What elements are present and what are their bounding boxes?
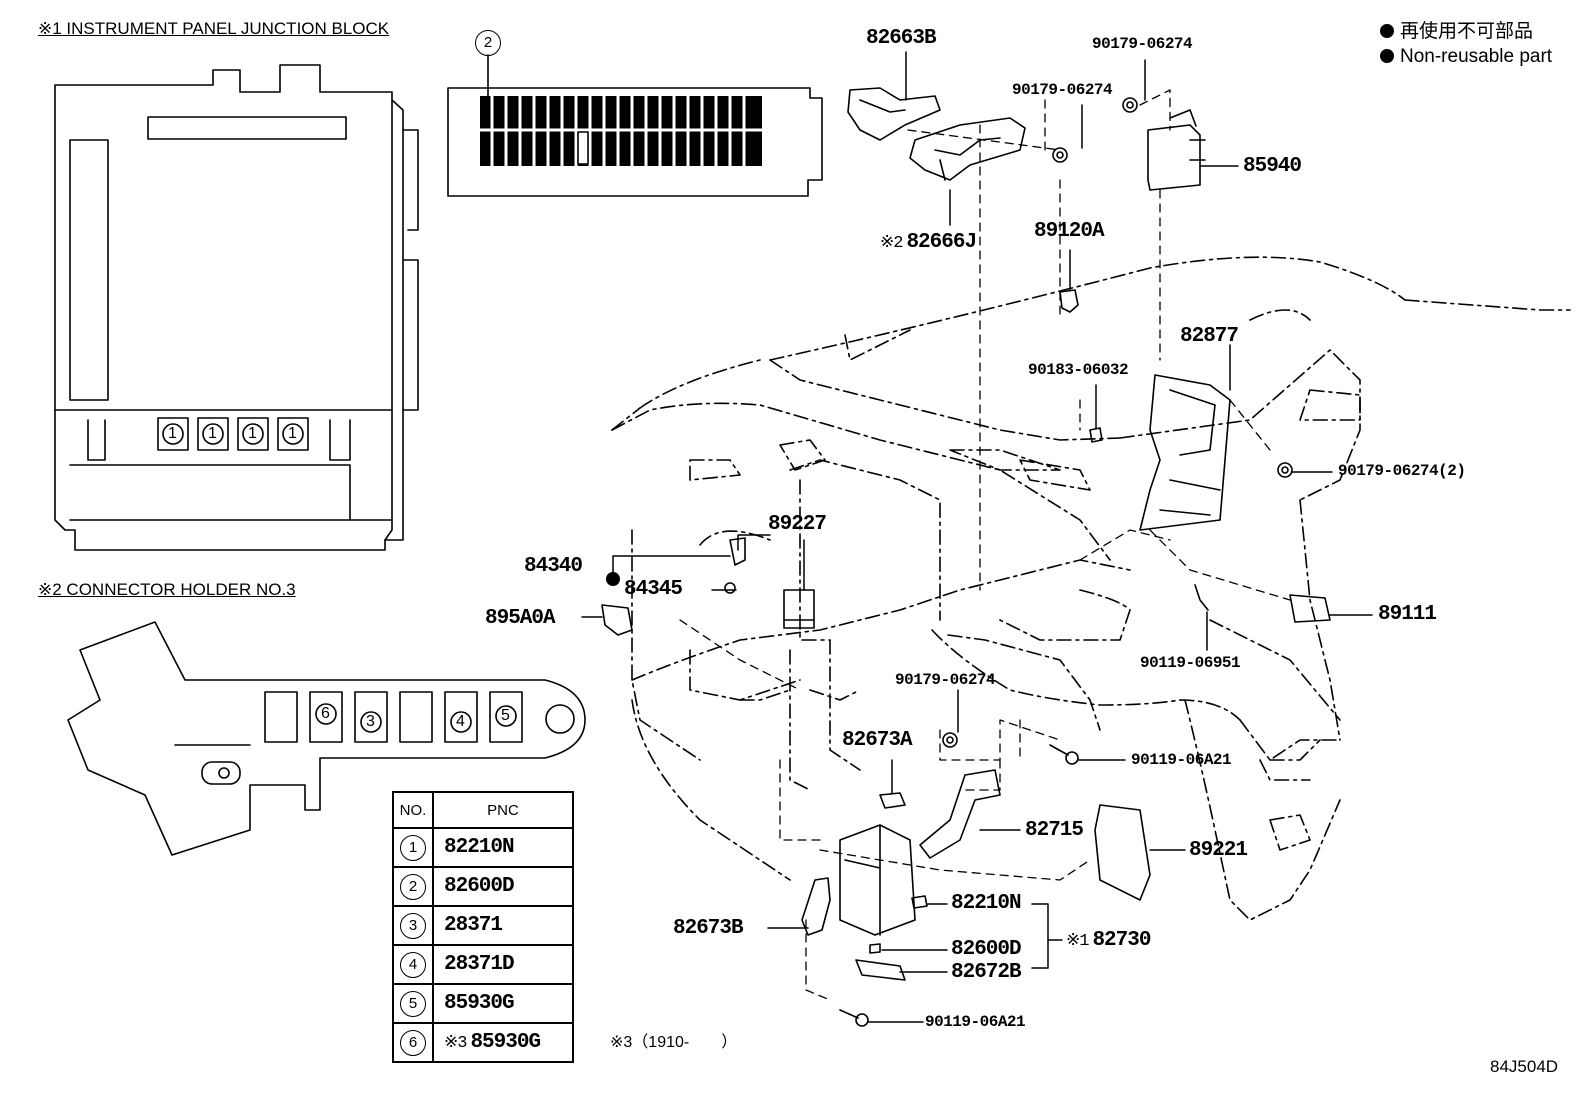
row-number: 2: [400, 873, 426, 900]
legend-row-jp: 再使用不可部品: [1380, 20, 1552, 45]
row-pnc: 82600D: [432, 866, 574, 907]
note-ref-2: ※2: [880, 234, 903, 253]
callout-6: 6: [321, 705, 330, 722]
row-number: 5: [400, 990, 426, 1017]
row-number: 6: [400, 1029, 426, 1056]
row-pnc: 28371D: [432, 944, 574, 985]
leader-lines: [581, 51, 1373, 1023]
part-label-90179-06274-lower: 90179-06274: [895, 671, 996, 689]
part-label-82673A: 82673A: [842, 729, 913, 752]
part-shapes: [601, 87, 1331, 1027]
part-number-82730: 82730: [1092, 929, 1151, 952]
part-label-82877: 82877: [1180, 325, 1239, 348]
part-label-82210N: 82210N: [951, 892, 1022, 915]
callout-3: 3: [366, 713, 375, 730]
row-no-cell: 1: [392, 827, 434, 868]
part-label-90179-06274-top: 90179-06274: [1092, 35, 1193, 53]
callout-5: 5: [501, 707, 510, 724]
legend: 再使用不可部品 Non-reusable part: [1380, 20, 1552, 69]
note-ref-3: ※3: [444, 1034, 467, 1053]
part-label-895A0A: 895A0A: [485, 607, 556, 630]
part-label-85940: 85940: [1243, 155, 1302, 178]
pnc-table-header: NO. PNC: [392, 791, 574, 829]
row-number: 4: [400, 951, 426, 978]
dashboard-outline: [611, 256, 1571, 921]
connector-holder-drawing: [67, 621, 586, 856]
row-no-cell: 5: [392, 983, 434, 1024]
row-pnc: 82210N: [432, 827, 574, 868]
legend-text-en: Non-reusable part: [1400, 45, 1553, 67]
callout-1-a: 1: [168, 425, 177, 442]
row-no-cell: 3: [392, 905, 434, 946]
callout-2: 2: [475, 30, 501, 56]
table-row: 4 28371D: [392, 944, 574, 985]
callout-1-b: 1: [208, 425, 217, 442]
part-label-82600D: 82600D: [951, 938, 1022, 961]
part-label-90183-06032: 90183-06032: [1028, 361, 1129, 379]
part-label-90179-06274-2: 90179-06274(2): [1338, 462, 1466, 480]
part-label-89221: 89221: [1189, 839, 1248, 862]
part-label-89227: 89227: [768, 513, 827, 536]
callout-1-c: 1: [248, 425, 257, 442]
row-number: 1: [400, 834, 426, 861]
junction-block-drawing: [54, 64, 419, 551]
row-no-cell: 4: [392, 944, 434, 985]
table-row: 2 82600D: [392, 866, 574, 907]
row-pnc: 28371: [432, 905, 574, 946]
part-label-82673B: 82673B: [673, 917, 744, 940]
row-number: 3: [400, 912, 426, 939]
connector-strip-drawing: [447, 54, 823, 197]
diagram-code: 84J504D: [1490, 1057, 1559, 1076]
part-label-82672B: 82672B: [951, 961, 1022, 984]
header-no: NO.: [392, 791, 434, 829]
connector-holder-title: ※2 CONNECTOR HOLDER NO.3: [38, 580, 296, 599]
row-pnc: 85930G: [470, 1031, 541, 1054]
row-no-cell: 2: [392, 866, 434, 907]
callout-1-d: 1: [288, 425, 297, 442]
part-label-89120A: 89120A: [1034, 220, 1105, 243]
part-label-90119-06A21-upper: 90119-06A21: [1131, 751, 1232, 769]
part-label-84345: 84345: [624, 578, 683, 601]
non-reusable-marker-84345: [606, 572, 620, 586]
pnc-table: NO. PNC 1 82210N 2 82600D 3 28371 4 2837…: [392, 791, 574, 1063]
table-row: 1 82210N: [392, 827, 574, 868]
part-label-90119-06951: 90119-06951: [1140, 654, 1241, 672]
part-label-90179-06274-mid: 90179-06274: [1012, 81, 1113, 99]
non-reusable-dot-icon: [1380, 48, 1394, 63]
guide-lines: [679, 89, 1291, 1001]
row-no-cell: 6: [392, 1022, 434, 1063]
part-label-82715: 82715: [1025, 819, 1084, 842]
non-reusable-dot-icon: [1380, 24, 1394, 38]
part-number-82666J: 82666J: [906, 231, 977, 254]
header-pnc: PNC: [432, 791, 574, 829]
legend-text-jp: 再使用不可部品: [1400, 21, 1534, 42]
table-row: 5 85930G: [392, 983, 574, 1024]
callout-4: 4: [456, 713, 465, 730]
table-row: 3 28371: [392, 905, 574, 946]
note-3: ※3（1910- ）: [610, 1034, 738, 1051]
legend-row-en: Non-reusable part: [1380, 45, 1552, 70]
part-label-89111: 89111: [1378, 603, 1437, 626]
part-label-84340: 84340: [524, 555, 583, 578]
junction-block-title: ※1 INSTRUMENT PANEL JUNCTION BLOCK: [38, 19, 390, 38]
note-ref-1: ※1: [1066, 932, 1089, 951]
part-label-90119-06A21-lower: 90119-06A21: [925, 1013, 1026, 1031]
part-label-82663B: 82663B: [866, 27, 937, 50]
row-pnc: 85930G: [432, 983, 574, 1024]
